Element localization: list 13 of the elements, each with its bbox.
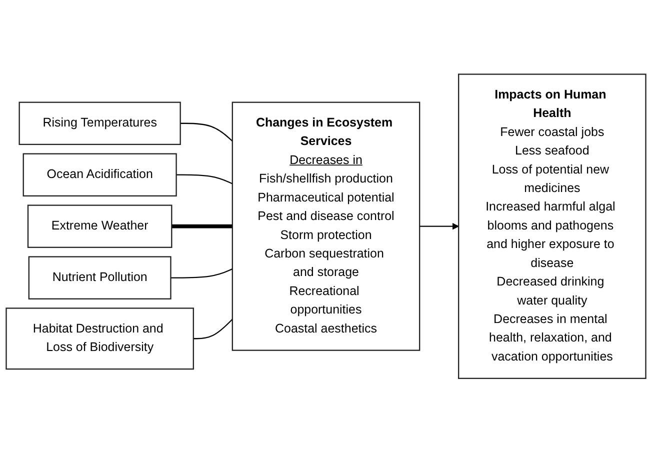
connector xyxy=(170,268,233,278)
node-box: Nutrient Pollution xyxy=(28,256,172,300)
connector xyxy=(176,174,233,184)
arrow xyxy=(420,222,459,230)
connector xyxy=(193,318,233,339)
connector xyxy=(180,122,233,142)
node-box: Rising Temperatures xyxy=(18,101,181,145)
node-box: Extreme Weather xyxy=(27,204,172,248)
node-box: Changes in Ecosystem Services Decreases in Fish/shellfish production Pharmaceutical potential Pest and disease control Storm protection Carbon sequestration and storage Recreational opportunities Coastal aesthetics xyxy=(232,101,420,351)
node-box: Habitat Destruction and Loss of Biodiversity xyxy=(6,307,194,370)
node-box: Impacts on Human Health Fewer coastal jobs Less seafood Loss of potential new medicines Increased harmful algal blooms and pathogens and higher exposure to disease Decreased drinking water quality Decreases in mental health, relaxation, and vacation opportunities xyxy=(458,73,646,379)
node-box: Ocean Acidification xyxy=(22,152,177,196)
connector xyxy=(172,224,232,228)
